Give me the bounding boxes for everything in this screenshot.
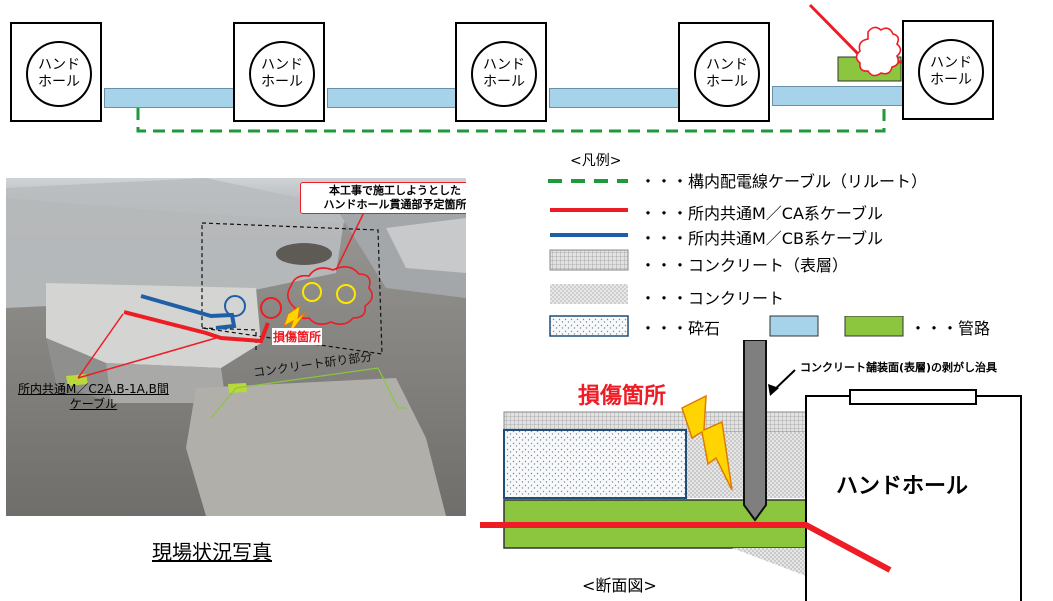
section-damage-label: 損傷箇所: [578, 384, 667, 409]
handhole-circle: ハンドホール: [694, 41, 760, 107]
legend-concrete-swatch: [550, 284, 628, 304]
handhole-label-line1: ハンド: [483, 57, 525, 73]
section-drawing: [480, 340, 1022, 601]
legend-conduit-blue-swatch: [769, 315, 819, 337]
photo-cable-label-line2: ケーブル: [69, 397, 118, 411]
site-photo-drawing: [6, 178, 466, 516]
handhole-label-line1: ハンド: [261, 57, 303, 73]
handhole-circle: ハンドホール: [918, 39, 984, 105]
handhole-box-5: ハンドホール: [902, 20, 994, 120]
section-gravel: [503, 429, 687, 499]
legend-concrete-text: ・・・コンクリート: [640, 289, 785, 308]
handhole-circle: ハンドホール: [249, 41, 315, 107]
handhole-label-line1: ハンド: [930, 55, 972, 71]
section-handhole-lid: [849, 389, 977, 405]
section-tool-label: コンクリート舗装面(表層)の剥がし治具: [800, 361, 998, 374]
photo-damage-label: 損傷箇所: [272, 328, 323, 345]
legend-swatches: [548, 179, 819, 337]
handhole-circle: ハンドホール: [471, 41, 537, 107]
conduit-4: [772, 86, 906, 106]
handhole-box-3: ハンドホール: [455, 22, 547, 122]
conduit-3: [549, 88, 682, 108]
photo-callout-box: 本工事で施工しようとした ハンドホール貫通部予定箇所: [300, 182, 466, 214]
photo-lightning-icon: [283, 304, 307, 337]
photo-caption: 現場状況写真: [152, 540, 272, 564]
handhole-label-line2: ホール: [483, 74, 525, 90]
photo-cable-label: 所内共通M／C2A,B-1A,B間 ケーブル: [18, 382, 169, 412]
photo-callout-line1: 本工事で施工しようとした: [329, 184, 461, 197]
legend-gravel-text: ・・・砕石: [640, 319, 721, 338]
damage-cloud: [855, 26, 902, 77]
legend-gravel-swatch: [549, 315, 629, 337]
handhole-label-line2: ホール: [38, 74, 80, 90]
legend-cb-text: ・・・所内共通M／CB系ケーブル: [640, 229, 883, 248]
chipped-area-outline: [235, 367, 406, 409]
conduit-2: [327, 88, 459, 108]
handhole-label-line1: ハンド: [706, 57, 748, 73]
section-tool: [743, 340, 767, 522]
legend-concrete-surface-swatch: [549, 249, 629, 271]
handhole-label-line1: ハンド: [38, 57, 80, 73]
section-caption: <断面図>: [582, 576, 657, 595]
handhole-box-2: ハンドホール: [233, 22, 325, 122]
section-handhole-label: ハンドホール: [836, 474, 969, 499]
legend-conduit-text: ・・・管路: [910, 319, 991, 338]
section-ca-cable: [480, 522, 892, 573]
photo-cable-label-line1: 所内共通M／C2A,B-1A,B間: [18, 382, 169, 396]
handhole-box-1: ハンドホール: [10, 22, 102, 122]
section-lightning-icon: [681, 394, 733, 491]
handhole-circle: ハンドホール: [26, 41, 92, 107]
ca-cable-photo: [123, 310, 270, 344]
handhole-box-4: ハンドホール: [678, 22, 770, 122]
legend-ca-text: ・・・所内共通M／CA系ケーブル: [640, 204, 883, 223]
cb-cable-marker: [224, 295, 246, 317]
handhole-label-line2: ホール: [706, 74, 748, 90]
conduit-1: [104, 88, 238, 108]
legend-reroute-text: ・・・構内配電線ケーブル（リルート）: [640, 172, 928, 191]
legend-title: <凡例>: [570, 153, 622, 169]
legend-swatches-right: [844, 316, 904, 337]
legend-concrete-surface-text: ・・・コンクリート（表層）: [640, 256, 849, 275]
legend-conduit-green-swatch: [844, 316, 904, 337]
ca-cable-marker: [260, 297, 282, 319]
photo-callout-line2: ハンドホール貫通部予定箇所: [323, 198, 467, 211]
handhole-label-line2: ホール: [930, 72, 972, 88]
site-photo: 本工事で施工しようとした ハンドホール貫通部予定箇所 損傷箇所 コンクリート斫り…: [6, 178, 466, 516]
handhole-label-line2: ホール: [261, 74, 303, 90]
